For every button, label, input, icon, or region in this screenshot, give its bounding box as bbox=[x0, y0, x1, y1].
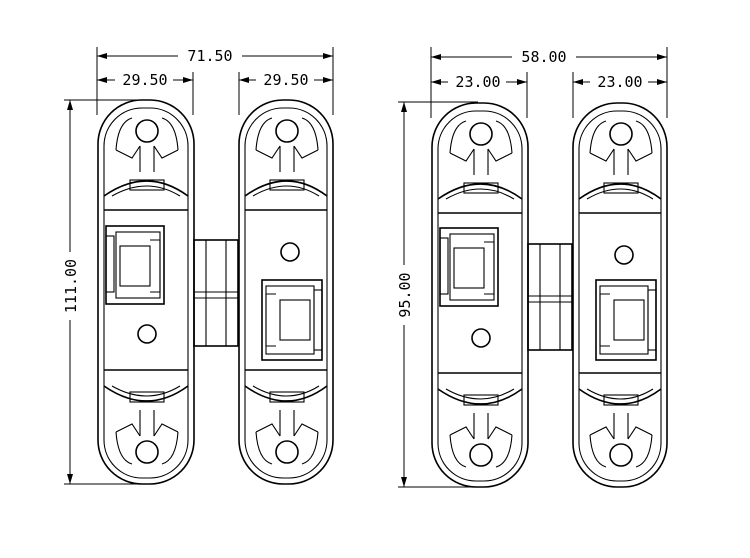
dim-label-height-1: 111.00 bbox=[62, 259, 80, 313]
hinge-large-knuckle bbox=[193, 239, 239, 347]
dim-overall-width-1: 71.50 bbox=[96, 46, 334, 115]
dim-overall-width-2: 58.00 bbox=[430, 47, 668, 118]
dim-label-right-1: 29.50 bbox=[263, 71, 308, 89]
dim-label-height-2: 95.00 bbox=[396, 272, 414, 317]
dim-height-1: 111.00 bbox=[60, 99, 145, 485]
hinge-small-left-leaf bbox=[431, 102, 529, 488]
dim-label-overall-1: 71.50 bbox=[187, 47, 232, 65]
dim-right-width-1: 29.50 bbox=[238, 71, 333, 115]
dim-label-left-1: 29.50 bbox=[122, 71, 167, 89]
dim-left-width-1: 29.50 bbox=[97, 71, 194, 115]
dim-right-width-2: 23.00 bbox=[572, 72, 667, 118]
dim-left-width-2: 23.00 bbox=[431, 72, 528, 118]
hinge-small-right-leaf bbox=[572, 102, 668, 488]
dim-label-left-2: 23.00 bbox=[455, 73, 500, 91]
hinge-large-right-leaf bbox=[238, 99, 334, 485]
hinge-small-knuckle bbox=[527, 243, 573, 351]
dim-label-overall-2: 58.00 bbox=[521, 48, 566, 66]
hinge-large: 71.50 29.50 29.50 111. bbox=[60, 46, 334, 485]
dim-height-2: 95.00 bbox=[394, 101, 478, 488]
dim-label-right-2: 23.00 bbox=[597, 73, 642, 91]
hinge-large-left-leaf bbox=[97, 99, 195, 485]
hinge-small: 58.00 23.00 23.00 95.0 bbox=[394, 47, 668, 488]
